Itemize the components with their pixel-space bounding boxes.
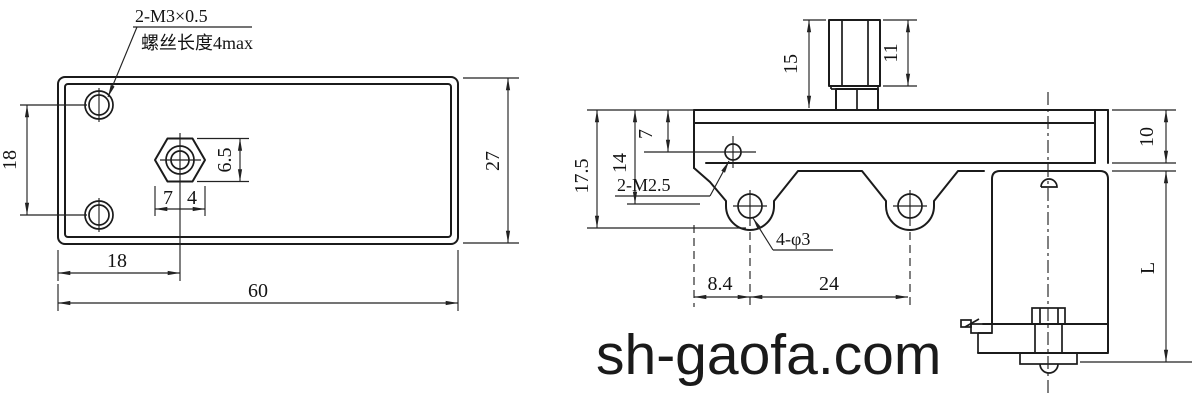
- dim-hole-pitch: 24: [819, 273, 839, 295]
- dim-knob-body-height: 11: [880, 43, 902, 62]
- right-view-side: 15 11 17.5 14 7 2-M2.5 4-φ3 8.4 24: [571, 19, 1192, 397]
- dim-total-depth: 17.5: [571, 159, 593, 194]
- terminal-tab: [970, 323, 993, 334]
- top-dome: [1040, 178, 1058, 188]
- callout-thread-spec: 2-M3×0.5: [135, 6, 208, 26]
- dim-edge-to-hex: 18: [107, 250, 127, 272]
- left-view-plate-top: 18 6.5 7 4 18 60 27 2-M3×0.5 螺丝长度4max: [0, 6, 519, 311]
- dim-hex-left: 7: [163, 187, 173, 209]
- dim-total-height: 27: [482, 151, 504, 171]
- switch-body: [960, 92, 1109, 397]
- phi3-hole-right: [893, 190, 927, 226]
- dim-top-to-small-hole: 7: [635, 129, 657, 139]
- dim-top-to-big-hole: 14: [609, 153, 631, 173]
- knob: [828, 19, 881, 111]
- dim-knob-total-height: 15: [780, 54, 802, 74]
- top-plate: [693, 109, 1109, 169]
- dim-hole-spacing-vertical: 18: [0, 150, 21, 170]
- plate-inner-outline: [64, 83, 452, 238]
- plunger-dome: [1039, 363, 1059, 374]
- screw-hole-bottom: [84, 198, 114, 232]
- m2-5-hole: [644, 136, 756, 168]
- watermark-text: sh-gaofa.com: [596, 323, 941, 387]
- callout-screw-length: 螺丝长度4max: [141, 33, 253, 53]
- screw-hole-top: [84, 88, 114, 122]
- dim-hex-right: 4: [187, 187, 197, 209]
- callout-big-holes: 4-φ3: [776, 229, 810, 249]
- bracket-scallop-profile: [693, 167, 985, 231]
- phi3-hole-left: [733, 190, 767, 226]
- dim-body-length: L: [1137, 262, 1159, 274]
- callout-small-holes: 2-M2.5: [617, 175, 671, 195]
- dim-total-width: 60: [248, 280, 268, 302]
- dim-edge-to-hole: 8.4: [708, 273, 733, 295]
- dim-plate-thickness: 10: [1136, 127, 1158, 147]
- plate-outer-outline: [57, 76, 459, 245]
- dim-hex-height: 6.5: [214, 148, 236, 173]
